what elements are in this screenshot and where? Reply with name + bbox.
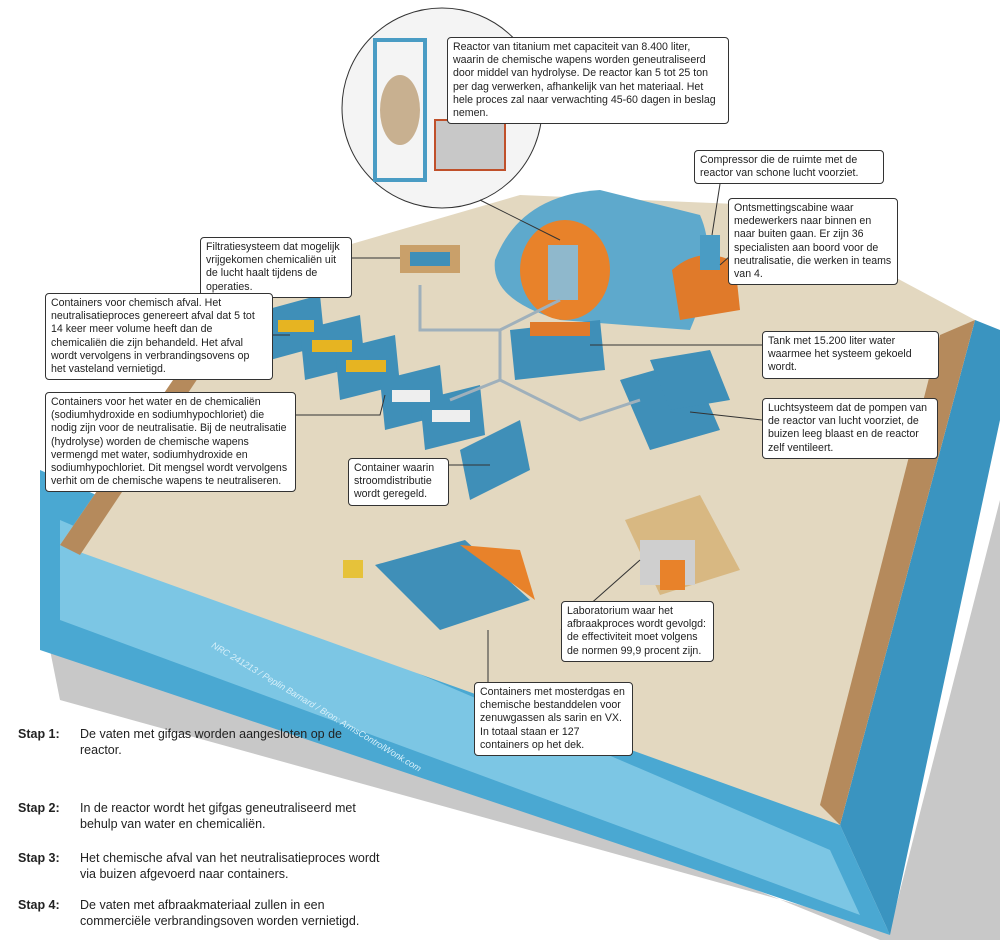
callout-decontamination: Ontsmettingscabine waar medewerkers naar… bbox=[728, 198, 898, 286]
callout-power: Container waarin stroomdistributie wordt… bbox=[348, 458, 449, 506]
power-container bbox=[460, 420, 530, 500]
compressor-unit bbox=[700, 235, 720, 270]
callout-air-system: Luchtsysteem dat de pompen van de reacto… bbox=[762, 398, 938, 459]
callout-laboratory: Laboratorium waar het afbraakproces word… bbox=[561, 601, 714, 662]
decon-cabin bbox=[672, 255, 740, 320]
reactor-piping bbox=[434, 119, 506, 171]
step-label: Stap 2: bbox=[18, 801, 60, 815]
callout-mustard-gas: Containers met mosterdgas en chemische b… bbox=[474, 682, 633, 757]
air-system bbox=[620, 350, 730, 450]
step-text: Het chemische afval van het neutralisati… bbox=[80, 851, 380, 881]
reactor-vessel bbox=[380, 75, 420, 145]
hull-front-panel bbox=[60, 520, 860, 915]
ship-shadow bbox=[40, 500, 1000, 940]
laboratory bbox=[625, 495, 740, 595]
step-label: Stap 3: bbox=[18, 851, 60, 865]
step-label: Stap 4: bbox=[18, 898, 60, 912]
step-label: Stap 1: bbox=[18, 727, 60, 741]
step-text: De vaten met afbraakmateriaal zullen in … bbox=[80, 898, 360, 928]
pipes bbox=[418, 285, 641, 422]
water-containers bbox=[380, 365, 485, 450]
step-2: Stap 2: In de reactor wordt het gifgas ge… bbox=[18, 800, 380, 832]
tank-container bbox=[510, 320, 605, 380]
callout-water-containers: Containers voor het water en de chemical… bbox=[45, 392, 296, 493]
callout-tank: Tank met 15.200 liter water waarmee het … bbox=[762, 331, 939, 379]
callout-waste-containers: Containers voor chemisch afval. Het neut… bbox=[45, 293, 273, 381]
step-1: Stap 1: De vaten met gifgas worden aanges… bbox=[18, 726, 380, 758]
step-text: In de reactor wordt het gifgas geneutral… bbox=[80, 801, 356, 831]
callout-filtration: Filtratiesysteem dat mogelijk vrijgekome… bbox=[200, 237, 352, 298]
hull-side bbox=[840, 320, 1000, 935]
step-3: Stap 3: Het chemische afval van het neutr… bbox=[18, 850, 380, 882]
magnifier-connector bbox=[479, 199, 561, 241]
step-text: De vaten met gifgas worden aangesloten o… bbox=[80, 727, 342, 757]
callout-compressor: Compressor die de ruimte met de reactor … bbox=[694, 150, 884, 185]
filtration-system bbox=[400, 245, 460, 273]
reactor-tower bbox=[373, 38, 427, 182]
reactor-unit bbox=[548, 245, 578, 300]
callout-reactor: Reactor van titanium met capaciteit van … bbox=[447, 37, 729, 125]
step-4: Stap 4: De vaten met afbraakmateriaal zul… bbox=[18, 897, 380, 929]
chemical-barrels bbox=[343, 540, 535, 630]
